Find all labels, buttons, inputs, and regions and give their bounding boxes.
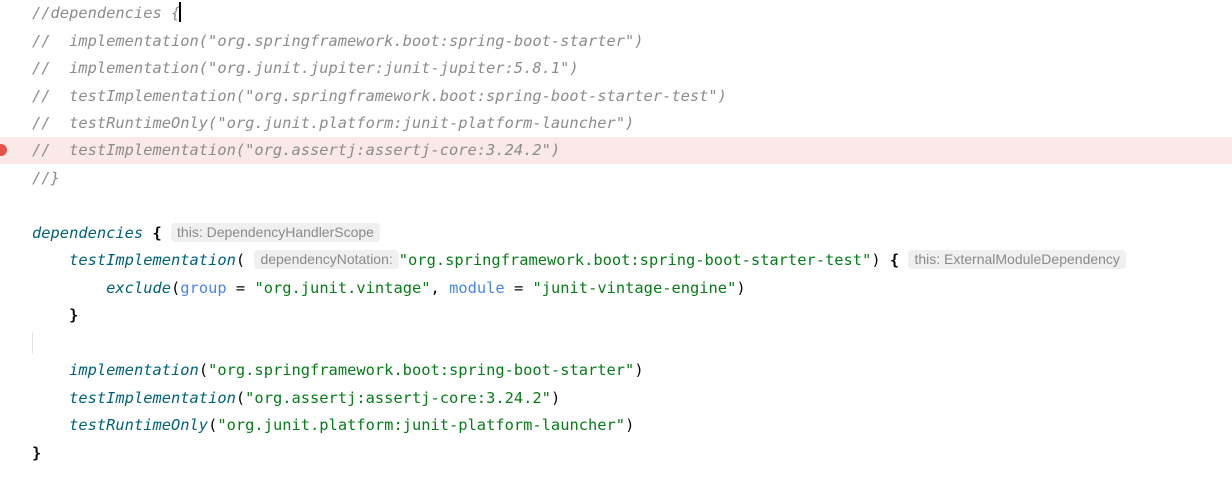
function-name: testRuntimeOnly: [69, 416, 209, 434]
line-comment: // testRuntimeOnly("org.junit.platform:j…: [32, 114, 635, 132]
close-paren: ): [625, 416, 635, 434]
close-paren: ): [871, 251, 881, 269]
comma: ,: [430, 279, 450, 297]
close-brace: }: [69, 306, 79, 324]
string-literal: "org.junit.vintage": [254, 279, 431, 297]
equals-sign: =: [226, 279, 255, 297]
open-brace: {: [889, 251, 900, 269]
open-paren: (: [208, 416, 218, 434]
error-marker-icon[interactable]: [0, 144, 7, 156]
named-argument: group: [180, 279, 227, 297]
function-name: exclude: [106, 279, 172, 297]
open-paren: (: [235, 389, 246, 407]
close-paren: ): [550, 389, 561, 407]
code-line-10[interactable]: testImplementation( dependencyNotation:"…: [0, 247, 1232, 274]
code-line-3[interactable]: // implementation("org.junit.jupiter:jun…: [0, 55, 1232, 82]
code-line-6-error-highlight[interactable]: // testImplementation("org.assertj:asser…: [0, 137, 1232, 164]
code-line-2[interactable]: // implementation("org.springframework.b…: [0, 28, 1232, 55]
line-comment: //}: [32, 169, 60, 187]
function-name: implementation: [69, 361, 199, 379]
code-line-4[interactable]: // testImplementation("org.springframewo…: [0, 83, 1232, 110]
line-comment: //dependencies {: [32, 4, 181, 22]
string-literal: "org.springframework.boot:spring-boot-st…: [208, 361, 635, 379]
code-line-5[interactable]: // testRuntimeOnly("org.junit.platform:j…: [0, 110, 1232, 137]
open-paren: (: [235, 251, 246, 269]
open-paren: (: [198, 361, 209, 379]
indent-guide: [32, 332, 33, 354]
named-argument: module: [449, 279, 505, 297]
close-brace: }: [32, 444, 42, 462]
code-line-17[interactable]: }: [0, 440, 1232, 467]
string-literal: "org.junit.platform:junit-platform-launc…: [217, 416, 626, 434]
code-line-12[interactable]: }: [0, 302, 1232, 329]
function-name: testImplementation: [69, 251, 236, 269]
code-line-16[interactable]: testRuntimeOnly("org.junit.platform:juni…: [0, 412, 1232, 439]
code-line-9[interactable]: dependencies { this: DependencyHandlerSc…: [0, 220, 1232, 247]
equals-sign: =: [504, 279, 533, 297]
code-line-14[interactable]: implementation("org.springframework.boot…: [0, 357, 1232, 384]
inlay-hint: this: DependencyHandlerScope: [171, 223, 380, 242]
string-literal: "org.springframework.boot:spring-boot-st…: [398, 251, 872, 269]
function-name: dependencies: [32, 224, 144, 242]
line-comment: // implementation("org.springframework.b…: [32, 32, 644, 50]
string-literal: "junit-vintage-engine": [532, 279, 737, 297]
code-line-11[interactable]: exclude(group = "org.junit.vintage", mod…: [0, 275, 1232, 302]
code-line-1[interactable]: //dependencies {: [0, 0, 1232, 27]
line-comment: // implementation("org.junit.jupiter:jun…: [32, 59, 579, 77]
open-brace: {: [152, 224, 162, 242]
close-paren: ): [736, 279, 746, 297]
string-literal: "org.assertj:assertj-core:3.24.2": [245, 389, 551, 407]
function-name: testImplementation: [69, 389, 236, 407]
inlay-hint: this: ExternalModuleDependency: [908, 250, 1126, 269]
parameter-hint: dependencyNotation:: [254, 250, 399, 269]
line-comment: // testImplementation("org.assertj:asser…: [32, 141, 561, 159]
code-line-15[interactable]: testImplementation("org.assertj:assertj-…: [0, 385, 1232, 412]
open-paren: (: [171, 279, 181, 297]
code-line-7[interactable]: //}: [0, 165, 1232, 192]
line-comment: // testImplementation("org.springframewo…: [32, 87, 727, 105]
close-paren: ): [634, 361, 644, 379]
text-caret: [179, 2, 182, 22]
